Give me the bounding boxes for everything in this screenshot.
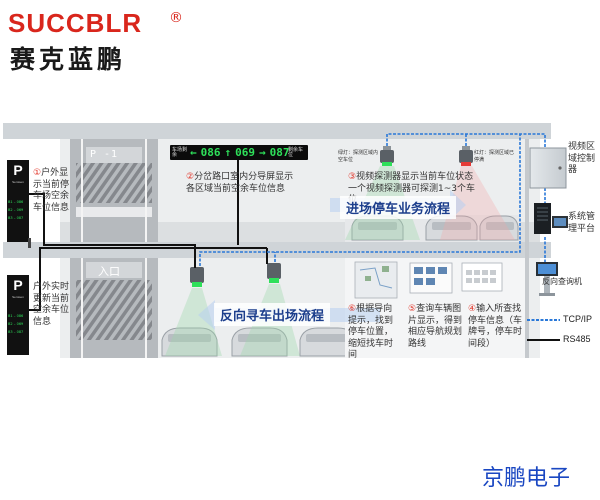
outdoor-sign-bottom-small: Semisen (12, 295, 24, 299)
legend-tcpip: TCP/IP (563, 314, 593, 324)
outdoor-sign-bottom-row: B1 – 086 (8, 314, 24, 318)
callout-text: 查询车辆图片显示，得到相应导航规划路线 (408, 304, 463, 349)
outdoor-sign-bottom-letter: P (13, 277, 23, 293)
callout-find-car: ⑥根据导向提示，找到停车位置，缩短找车时间 (348, 304, 400, 362)
video-area-controller (529, 147, 567, 189)
controller-label: 视频区域控制器 (568, 142, 596, 175)
outdoor-sign-top-row: B1 – 086 (8, 200, 24, 204)
led-right-label: 剩余车位 (288, 147, 304, 158)
ceiling-band-top (3, 123, 551, 139)
outdoor-sign-top-small: Semisen (12, 180, 24, 184)
led-value: 087 (269, 146, 290, 159)
callout-text: 户外显示当前停车场空余车位信息 (33, 168, 70, 213)
outdoor-sign-top-row: B2 – 069 (8, 208, 24, 212)
led-arrow-right-icon: → (259, 146, 266, 159)
led-value: 069 (235, 146, 255, 159)
callout-text: 户外实时更新当前空余车位信息 (33, 282, 70, 327)
green-lamp-note: 绿灯：探测区域内空车位 (338, 150, 379, 163)
tcpip-wiring (199, 133, 546, 266)
outdoor-sign-bottom-row: B2 – 069 (8, 322, 24, 326)
outdoor-sign-top (7, 160, 31, 248)
brand-logo-en: SUCCBLR (8, 8, 143, 38)
reverse-flow-title: 反向寻车出场流程 (214, 303, 331, 326)
outdoor-sign-top-letter: P (13, 162, 23, 178)
brand-logo-cn: 赛克蓝鹏 (10, 45, 127, 74)
footer-company-name: 京鹏电子 (481, 466, 570, 491)
callout-text: 分岔路口室内分导屏显示各区域当前空余车位信息 (186, 172, 294, 194)
callout-number: ① (33, 168, 42, 178)
outdoor-sign-top-row: B3 – 087 (8, 216, 24, 220)
led-values: ← 086 ↑ 069 → 087 (190, 146, 290, 159)
rs485-wiring (29, 160, 268, 311)
callout-input-info: ④输入所查找停车信息（车牌号，停车时间段） (468, 304, 524, 350)
callout-number: ④ (468, 304, 477, 314)
plate-input-screen-thumb (461, 262, 503, 292)
callout-text: 根据导向提示，找到停车位置，缩短找车时间 (348, 304, 394, 360)
led-value: 086 (200, 146, 221, 159)
callout-query-photo: ⑤查询车辆图片显示，得到相应导航规划路线 (408, 304, 462, 350)
camera-detector-green-lower-2 (267, 263, 281, 283)
callout-outdoor-update: 户外实时更新当前空余车位信息 (33, 282, 75, 328)
entry-flow-title: 进场停车业务流程 (340, 196, 457, 219)
zone-label-p1: P -1 (90, 149, 119, 160)
camera-detector-red-top (459, 146, 473, 166)
callout-outdoor-display: ①户外显示当前停车场空余车位信息 (33, 168, 75, 214)
callout-text: 输入所查找停车信息（车牌号，停车时间段） (468, 304, 523, 349)
camera-detector-green-lower-1 (190, 267, 204, 287)
management-server (534, 203, 568, 234)
led-guidance-screen (170, 145, 308, 160)
callout-branch-screen: ②分岔路口室内分导屏显示各区域当前空余车位信息 (186, 172, 296, 195)
outdoor-sign-bottom-rows: B1 – 086 B2 – 069 B3 – 087 (8, 312, 28, 336)
reverse-query-kiosk (536, 262, 558, 296)
led-arrow-up-icon: ↑ (224, 146, 232, 159)
server-label: 系统管理平台 (568, 212, 596, 234)
led-arrow-left-icon: ← (190, 146, 197, 159)
zone-label-entrance: 入口 (98, 265, 120, 278)
callout-number: ⑥ (348, 304, 357, 314)
registered-mark: ® (169, 10, 183, 26)
red-lamp-note: 红灯：探测区域已停满 (474, 150, 515, 163)
outdoor-sign-top-rows: B1 – 086 B2 – 069 B3 – 087 (8, 198, 28, 222)
camera-detector-green-top (380, 146, 394, 166)
kiosk-label: 反向查询机 (542, 277, 582, 286)
callout-number: ③ (348, 172, 357, 182)
callout-number: ② (186, 172, 195, 182)
led-left-label: 车场剩余 (172, 147, 188, 158)
outdoor-sign-bottom-row: B3 – 087 (8, 330, 24, 334)
callout-number: ⑤ (408, 304, 417, 314)
outdoor-sign-bottom (7, 275, 29, 355)
legend-rs485: RS485 (563, 334, 591, 344)
map-screen-thumb (354, 261, 398, 299)
